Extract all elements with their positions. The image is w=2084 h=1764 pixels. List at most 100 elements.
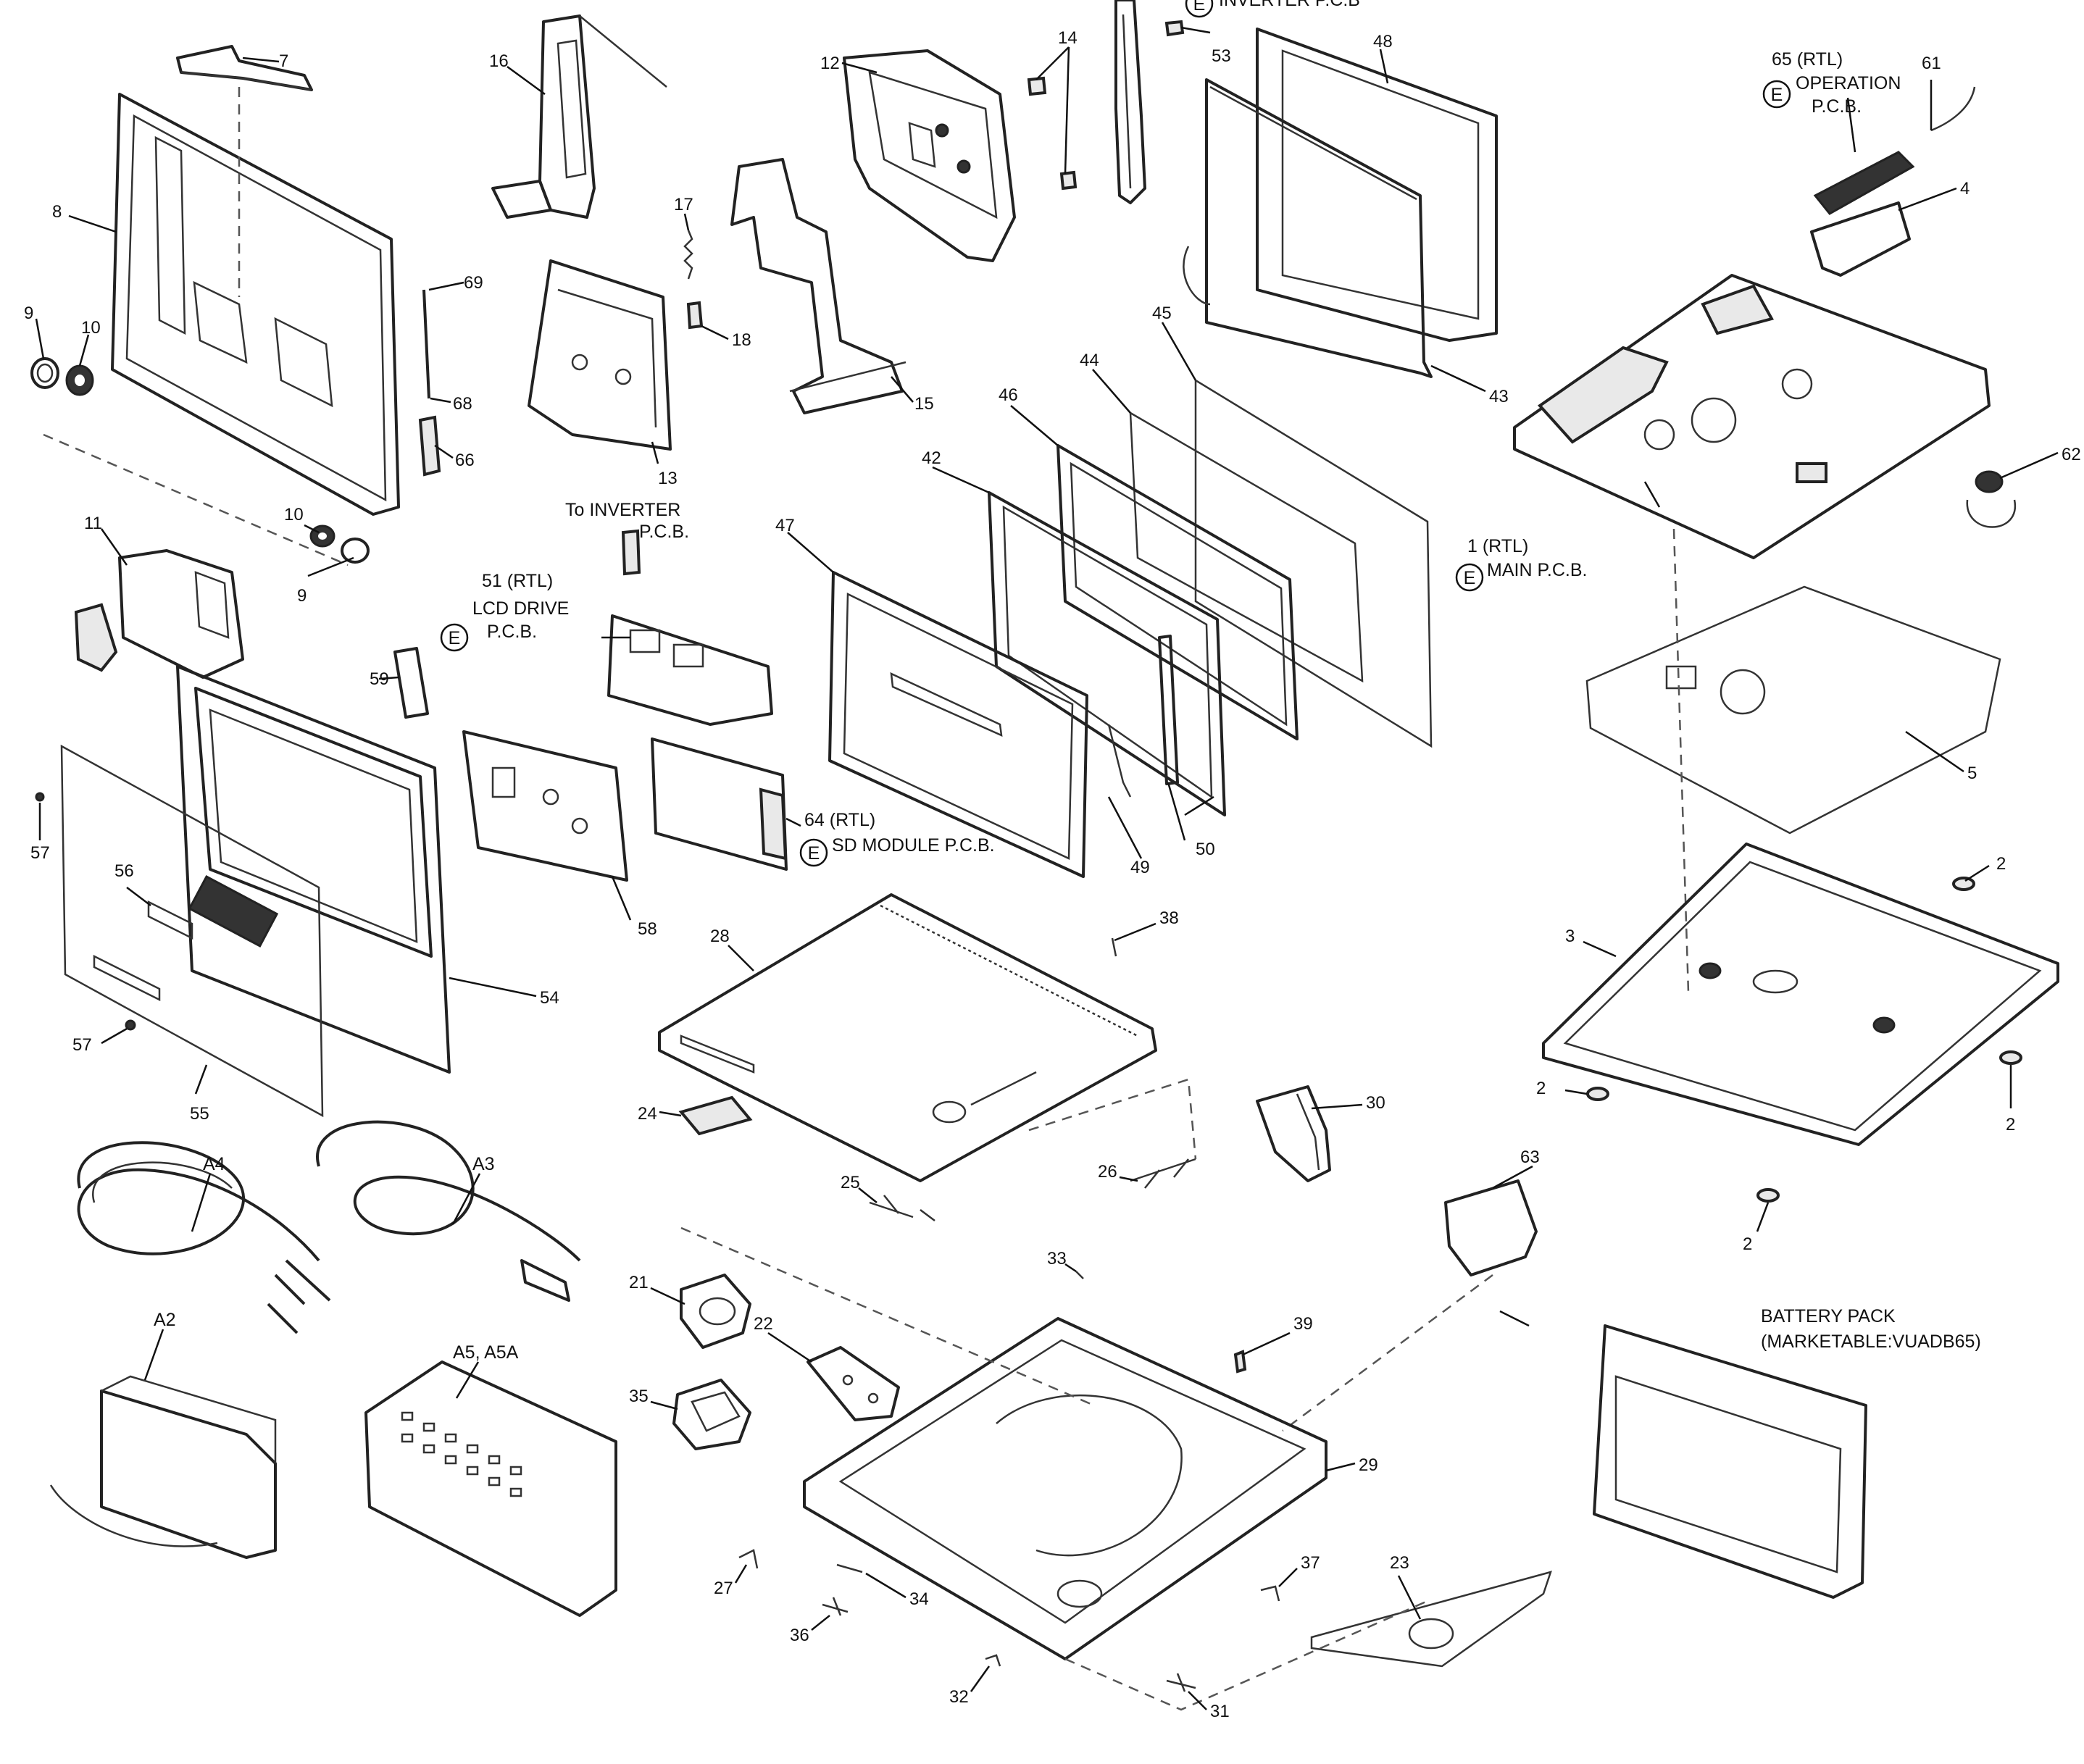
label-9: 9 [24, 304, 33, 323]
label-51b: LCD DRIVE [472, 598, 569, 619]
label-45: 45 [1152, 304, 1172, 323]
label-24: 24 [638, 1104, 657, 1124]
guide-line-63 [1282, 1274, 1493, 1432]
part-62-knob [1966, 470, 2017, 528]
label-51c: P.C.B. [487, 622, 537, 642]
part-51-lcd-drive-pcb [607, 529, 773, 726]
e-marks [440, 0, 1791, 867]
part-12-panel [843, 49, 1016, 262]
label-4: 4 [1960, 179, 1970, 198]
label-33: 33 [1047, 1249, 1067, 1268]
label-5: 5 [1967, 764, 1977, 783]
e-mark-letters: E E E E E [449, 0, 1783, 864]
label-21: 21 [629, 1273, 649, 1292]
label-66: 66 [455, 451, 475, 470]
label-30: 30 [1366, 1093, 1385, 1113]
part-17-spring [683, 230, 693, 280]
label-62: 62 [2062, 445, 2081, 464]
label-57b: 57 [72, 1035, 92, 1055]
label-battery-b: (MARKETABLE:VUADB65) [1761, 1332, 1981, 1352]
part-22-plate [806, 1346, 900, 1421]
label-10: 10 [81, 318, 101, 338]
part-39-clip [1233, 1350, 1247, 1374]
part-34-bar [836, 1563, 863, 1573]
accessory-a5-remote-control [364, 1360, 617, 1617]
label-8: 8 [52, 202, 62, 222]
part-44-sheet [1129, 411, 1364, 683]
label-54: 54 [540, 988, 559, 1008]
part-46-frame [1056, 444, 1299, 740]
part-4-bracket [1810, 201, 1911, 277]
accessory-a3-power-cord [316, 1120, 581, 1302]
label-28: 28 [710, 927, 730, 946]
part-37-clip [1260, 1585, 1280, 1602]
label-2b: 2 [1536, 1079, 1546, 1098]
label-a5: A5, A5A [453, 1342, 519, 1363]
label-53: 53 [1212, 46, 1231, 66]
part-33-screw [1075, 1271, 1084, 1279]
part-16-bracket [491, 14, 667, 219]
part-7-bracket [176, 45, 313, 91]
part-64-sd-module-pcb [651, 737, 788, 871]
label-63: 63 [1520, 1148, 1540, 1167]
label-12: 12 [820, 54, 840, 73]
label-64b: SD MODULE P.C.B. [832, 835, 995, 856]
accessory-a4-av-cable [77, 1141, 331, 1334]
part-42-frame [988, 491, 1226, 816]
label-61: 61 [1922, 54, 1941, 73]
part-69-rod [422, 289, 430, 399]
part-57-screw-bottom [125, 1019, 136, 1031]
part-28-top-cover [658, 893, 1157, 1182]
part-9-ring-left [30, 357, 59, 389]
label-43: 43 [1489, 387, 1509, 406]
part-48-back-panel [1256, 28, 1498, 342]
part-63-battery-cover [1444, 1179, 1538, 1276]
part-vertical-bracket [1114, 0, 1146, 204]
part-14-pads [1027, 76, 1078, 191]
part-36-parts [822, 1597, 849, 1616]
label-42: 42 [922, 448, 941, 468]
part-43-lcd-panel [1183, 78, 1433, 378]
label-2c: 2 [2006, 1115, 2015, 1134]
guide-line-5 [1672, 528, 1690, 993]
part-10-ring-left [65, 364, 94, 396]
label-49: 49 [1130, 858, 1150, 877]
label-59: 59 [370, 669, 389, 689]
label-15: 15 [914, 394, 934, 414]
label-to-inverter-b: P.C.B. [639, 522, 689, 542]
label-11: 11 [84, 514, 102, 533]
label-inverter: INVERTER P.C.B [1219, 0, 1360, 10]
label-46: 46 [999, 385, 1018, 405]
accessory-a2-ac-adapter [49, 1375, 277, 1559]
label-7: 7 [279, 51, 288, 71]
label-9b: 9 [297, 586, 307, 606]
svg-text:E: E [449, 628, 461, 648]
label-23: 23 [1390, 1553, 1409, 1573]
part-59-plate [393, 647, 429, 719]
label-a3: A3 [472, 1154, 495, 1174]
part-54-bezel [176, 665, 451, 1074]
label-56: 56 [114, 861, 134, 881]
label-battery: BATTERY PACK [1761, 1306, 1896, 1326]
part-13-shield [528, 259, 672, 451]
label-a2: A2 [154, 1310, 176, 1330]
part-57-screw-top [35, 792, 45, 802]
part-38-clip [1111, 937, 1117, 957]
part-66-clip [418, 415, 441, 477]
label-44: 44 [1080, 351, 1099, 370]
label-35: 35 [629, 1387, 649, 1406]
leader-lines [35, 26, 2059, 1710]
label-31: 31 [1210, 1702, 1230, 1721]
part-21-speaker [680, 1274, 751, 1349]
part-32-clip [985, 1654, 1001, 1667]
svg-text:E: E [1464, 568, 1476, 588]
label-25: 25 [841, 1173, 860, 1192]
label-57a: 57 [30, 843, 50, 863]
part-50-strip [1158, 635, 1179, 785]
label-27: 27 [714, 1579, 733, 1598]
part-31-parts [1166, 1673, 1196, 1692]
label-64: 64 (RTL) [804, 810, 875, 830]
part-23-shield-plate [1310, 1571, 1552, 1668]
label-58: 58 [638, 919, 657, 939]
